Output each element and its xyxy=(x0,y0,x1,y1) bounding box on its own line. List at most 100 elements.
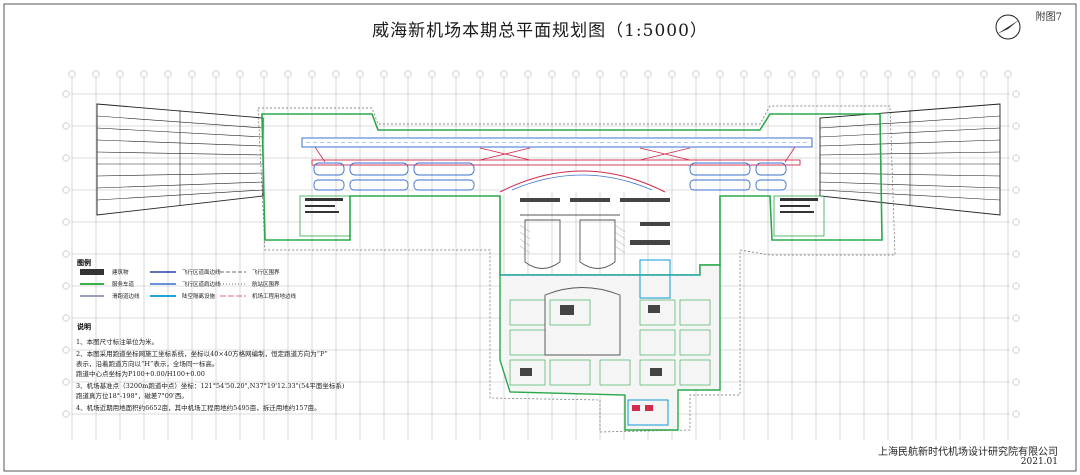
grid-marker xyxy=(716,70,724,78)
land-use-boundary xyxy=(257,105,896,433)
grid-marker xyxy=(740,70,748,78)
drawing-title: 威海新机场本期总平面规划图（1:5000） xyxy=(372,21,708,41)
side-buildings xyxy=(305,198,818,213)
grid-marker xyxy=(788,70,796,78)
runway xyxy=(301,137,813,148)
grid-marker xyxy=(692,70,700,78)
note-line: 表示，沿着跑道方向以“H”表示，全场同一标高。 xyxy=(76,360,219,368)
grid-marker xyxy=(212,70,220,78)
grid-marker xyxy=(524,70,532,78)
legend-item: 滑跑道边线 xyxy=(112,294,140,300)
grid-marker xyxy=(140,70,148,78)
grid-markers xyxy=(62,70,1020,418)
grid-marker xyxy=(164,70,172,78)
grid-marker xyxy=(980,70,988,78)
legend-item: 航站区围界 xyxy=(252,282,280,288)
grid-marker xyxy=(332,70,340,78)
grid-marker xyxy=(62,90,70,98)
landside-road-loop xyxy=(544,287,621,356)
grid-marker xyxy=(668,70,676,78)
grid-marker xyxy=(236,70,244,78)
grid-marker xyxy=(62,378,70,386)
grid-marker xyxy=(908,70,916,78)
grid-marker xyxy=(62,282,70,290)
grid-marker xyxy=(956,70,964,78)
approach-fan-left xyxy=(96,103,264,216)
company-name: 上海民航新时代机场设计研究院有限公司 xyxy=(878,447,1058,458)
grid-marker xyxy=(884,70,892,78)
grid-marker xyxy=(452,70,460,78)
grid-marker xyxy=(812,70,820,78)
drawing-date: 2021.01 xyxy=(1020,457,1058,467)
grid-marker xyxy=(62,218,70,226)
grid-marker xyxy=(476,70,484,78)
grid-marker xyxy=(1012,410,1020,418)
legend-item: 服务车道 xyxy=(112,282,135,288)
terminal-area-boundary xyxy=(499,264,721,431)
notes-title: 说明 xyxy=(77,322,91,331)
legend-item: 建筑物 xyxy=(112,270,129,276)
grid-marker xyxy=(572,70,580,78)
grid-marker xyxy=(284,70,292,78)
legend-item: 飞行区道肩边线 xyxy=(182,282,221,288)
grid-marker xyxy=(62,154,70,162)
grid-marker xyxy=(260,70,268,78)
grid-marker xyxy=(1012,122,1020,130)
grid-marker xyxy=(1012,250,1020,258)
drawing-frame xyxy=(3,3,1077,472)
legend-symbols xyxy=(80,269,246,297)
grid-marker xyxy=(1012,218,1020,226)
note-line: 4、机场近期用地面积约6652亩，其中机场工程用地约5495亩，拆迁用地约157… xyxy=(76,404,321,412)
legend-title: 图例 xyxy=(77,258,91,267)
legend-item: 陆空隔离设施 xyxy=(182,294,216,300)
north-arrow-icon xyxy=(995,14,1021,40)
grid-marker xyxy=(1012,282,1020,290)
approach-fan-right xyxy=(819,103,1001,216)
note-line: 跑道中心点坐标为P100+0.00/H100+0.00 xyxy=(76,370,205,378)
taxiway-loops xyxy=(313,162,787,191)
grid-marker xyxy=(62,250,70,258)
grid-marker xyxy=(620,70,628,78)
small-buildings xyxy=(520,305,662,411)
side-aprons xyxy=(299,195,825,237)
legend-item: 飞行区围界 xyxy=(252,270,280,276)
grid-marker xyxy=(404,70,412,78)
parallel-taxiway xyxy=(311,159,801,166)
isolation-facilities xyxy=(500,259,700,426)
note-line: 1、本图尺寸标注单位为米。 xyxy=(76,338,159,346)
grid-marker xyxy=(62,314,70,322)
grid-marker xyxy=(92,70,100,78)
note-line: 3、机场基准点（3200m跑道中点）坐标：121°54'50.20",N37°1… xyxy=(76,382,345,390)
grid-marker xyxy=(1012,346,1020,354)
grid-marker xyxy=(500,70,508,78)
grid-marker xyxy=(1004,70,1012,78)
grid-marker xyxy=(932,70,940,78)
apron-arc xyxy=(499,170,666,193)
grid-marker xyxy=(68,70,76,78)
grid-marker xyxy=(644,70,652,78)
grid-marker xyxy=(1012,154,1020,162)
crossing-taxiways xyxy=(314,146,796,163)
grid-marker xyxy=(1012,186,1020,194)
grid-marker xyxy=(62,346,70,354)
grid-marker xyxy=(764,70,772,78)
legend-item: 飞行区道面边线 xyxy=(182,270,221,276)
grid-marker xyxy=(62,410,70,418)
note-line: 2、本图采用跑道坐标网施工坐标系统，坐标以40×40方格网编制，恒定跑道方向为“… xyxy=(76,350,328,358)
grid-marker xyxy=(188,70,196,78)
grid-marker xyxy=(1012,90,1020,98)
apron-stands xyxy=(519,224,626,254)
sheet-number: 附图7 xyxy=(1035,12,1062,23)
grid-marker xyxy=(308,70,316,78)
grid-marker xyxy=(860,70,868,78)
grid-marker xyxy=(548,70,556,78)
grid-marker xyxy=(1012,314,1020,322)
grid-marker xyxy=(380,70,388,78)
grid-marker xyxy=(1012,378,1020,386)
grid-marker xyxy=(596,70,604,78)
grid-marker xyxy=(116,70,124,78)
note-line: 跑道真方位18°-198°，磁差7°09'西。 xyxy=(76,392,188,400)
legend-item: 机场工程用地边线 xyxy=(252,294,297,300)
apron-buildings xyxy=(520,198,670,245)
